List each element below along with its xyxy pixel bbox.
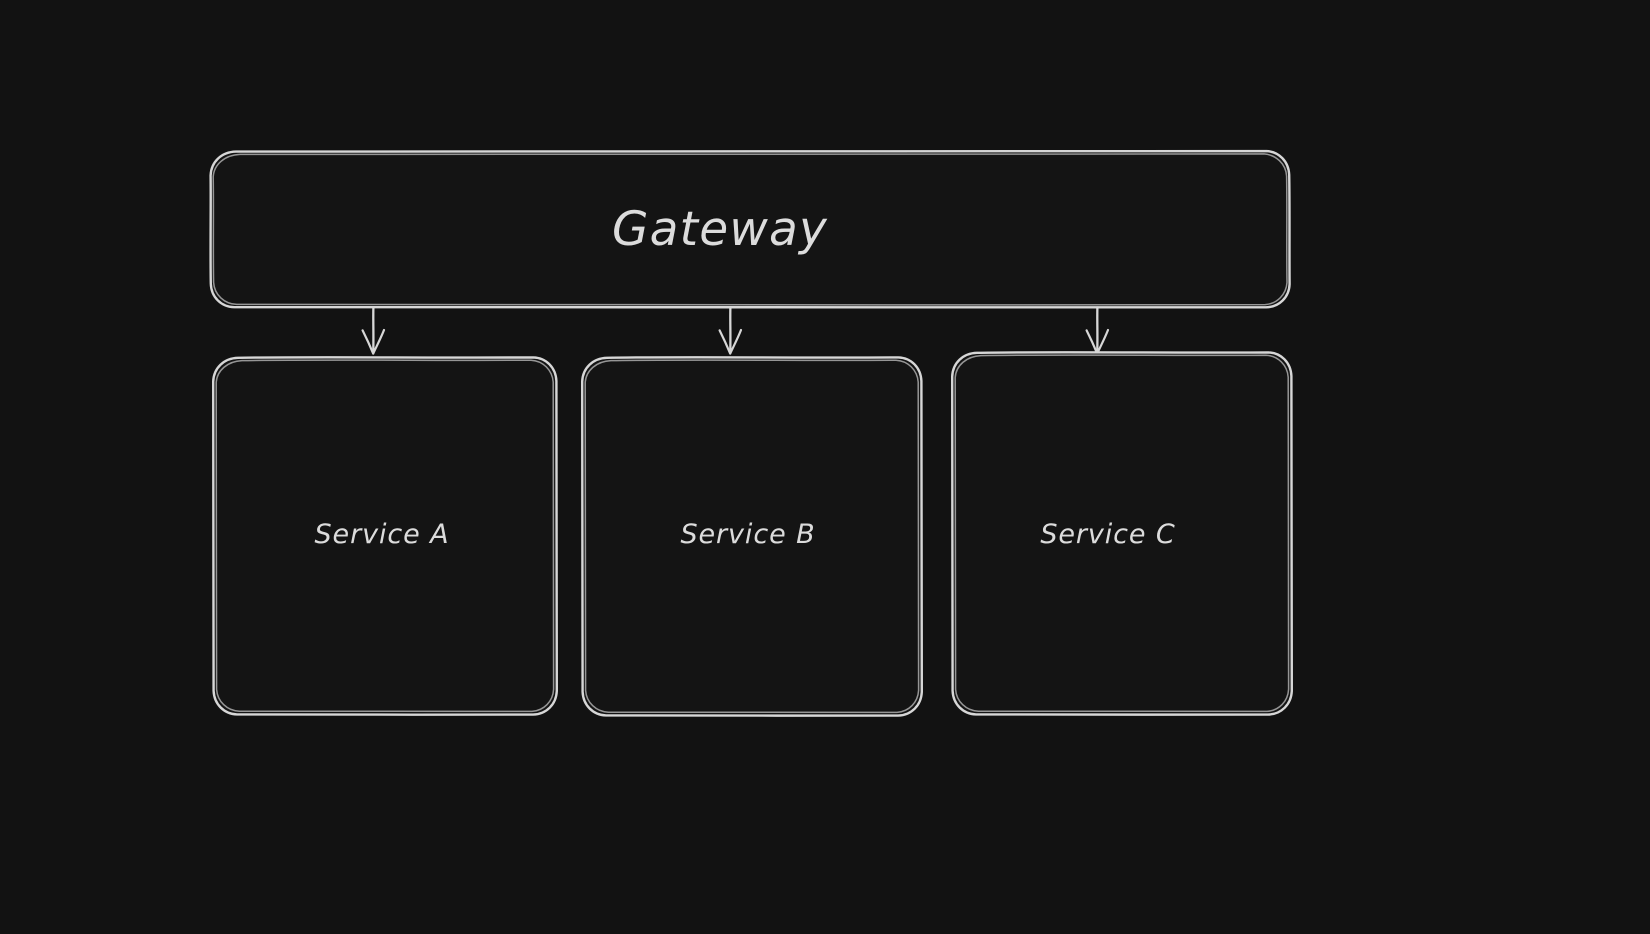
service-c-fill <box>951 352 1292 715</box>
gateway-outline-second-pass <box>212 153 1288 306</box>
edge-gateway-to-service-b[interactable] <box>718 306 743 355</box>
node-service-a[interactable]: Service A <box>212 356 558 716</box>
service-c-outline <box>951 351 1293 716</box>
node-gateway[interactable]: Gateway <box>209 149 1291 309</box>
service-c-outline-second-pass <box>954 354 1290 713</box>
service-b-outline-second-pass <box>584 359 920 714</box>
node-service-c[interactable]: Service C <box>951 351 1293 716</box>
service-b-label: Service B <box>681 519 816 550</box>
service-b-fill <box>581 357 922 716</box>
node-service-b[interactable]: Service B <box>581 356 923 717</box>
service-c-label: Service C <box>1040 519 1175 550</box>
gateway-outline <box>209 149 1291 309</box>
gateway-label: Gateway <box>612 202 828 257</box>
service-a-fill <box>212 357 557 715</box>
service-b-outline <box>581 356 923 717</box>
service-a-label: Service A <box>315 519 450 550</box>
service-a-outline-second-pass <box>215 359 555 713</box>
gateway-fill <box>210 151 1290 308</box>
edge-b-arrowhead-icon <box>718 328 743 355</box>
edge-a-arrowhead-icon <box>361 328 386 355</box>
edge-gateway-to-service-a[interactable] <box>361 306 386 355</box>
edge-gateway-to-service-c[interactable] <box>1085 306 1110 355</box>
service-a-outline <box>212 356 558 716</box>
